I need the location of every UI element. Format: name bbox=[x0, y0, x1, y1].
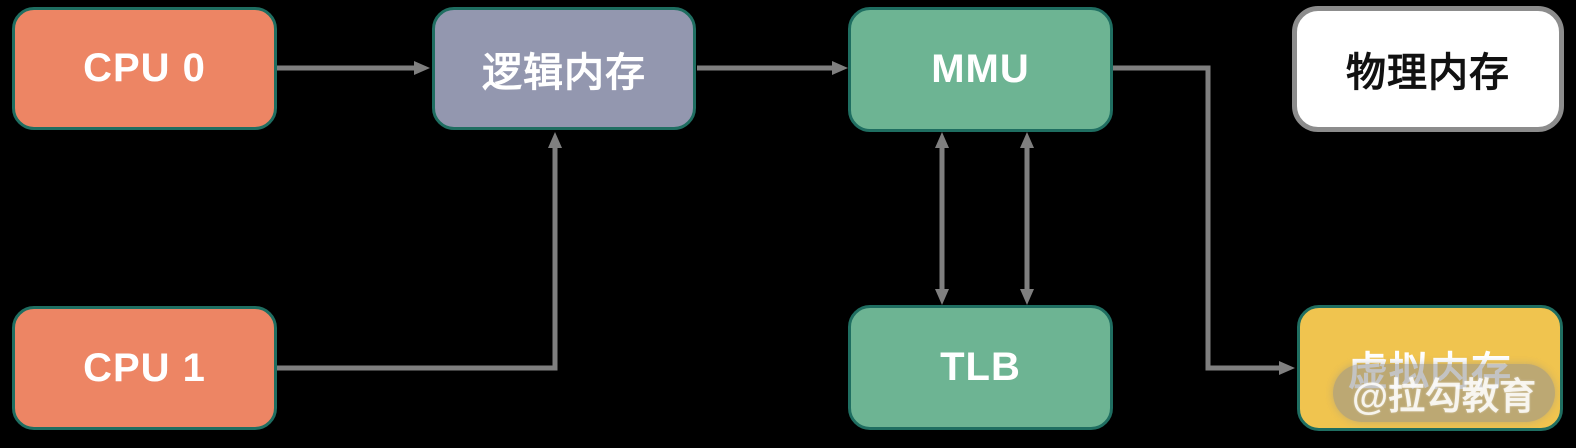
node-cpu1: CPU 1 bbox=[12, 306, 277, 430]
edge-cpu1-to-logical-memory bbox=[277, 132, 562, 371]
node-cpu0-label: CPU 0 bbox=[83, 46, 206, 90]
node-mmu: MMU bbox=[848, 7, 1113, 132]
node-tlb: TLB bbox=[848, 305, 1113, 430]
watermark-text: @拉勾教育 bbox=[1351, 376, 1537, 417]
watermark-badge: @拉勾教育 bbox=[1333, 364, 1555, 422]
node-physical-memory-label: 物理内存 bbox=[1346, 51, 1510, 95]
node-cpu1-label: CPU 1 bbox=[83, 345, 206, 390]
node-logical-memory-label: 逻辑内存 bbox=[482, 50, 646, 95]
edge-mmu-to-virtual-memory bbox=[1113, 65, 1295, 375]
node-physical-memory: 物理内存 bbox=[1292, 6, 1564, 132]
node-cpu0: CPU 0 bbox=[12, 7, 277, 130]
node-tlb-label: TLB bbox=[940, 345, 1021, 389]
node-logical-memory: 逻辑内存 bbox=[432, 7, 696, 130]
node-mmu-label: MMU bbox=[931, 47, 1030, 91]
